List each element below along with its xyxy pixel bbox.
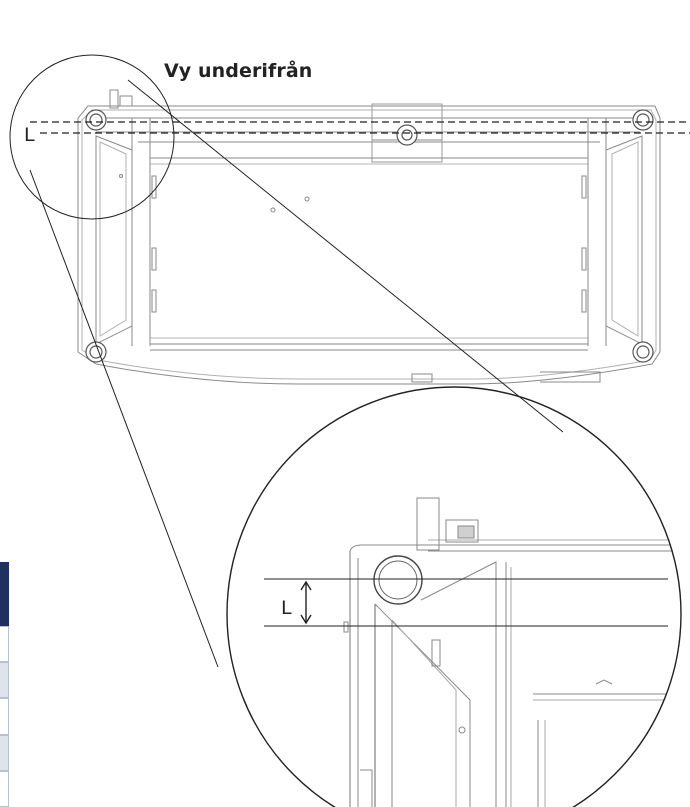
zoom-foot xyxy=(373,555,423,605)
table-row-edge xyxy=(0,662,9,698)
corner-feet xyxy=(85,109,654,363)
appliance-bottom-view xyxy=(77,89,661,385)
table-row-edge xyxy=(0,735,9,771)
dashed-dimension-lines xyxy=(30,121,690,134)
table-header-edge xyxy=(0,562,9,626)
zoom-detail-content xyxy=(343,497,681,807)
detail-circle-small xyxy=(9,54,175,220)
view-title: Vy underifrån xyxy=(164,60,313,82)
dimension-arrow-icon xyxy=(300,580,312,625)
table-row-edge xyxy=(0,626,9,662)
connector-lines xyxy=(29,79,564,668)
detail-circle-large xyxy=(226,386,682,807)
zoom-dimension-lines xyxy=(264,578,668,627)
table-row-edge xyxy=(0,698,9,735)
dimension-label-zoom: L xyxy=(281,597,292,619)
dimension-label-top: L xyxy=(24,124,35,146)
